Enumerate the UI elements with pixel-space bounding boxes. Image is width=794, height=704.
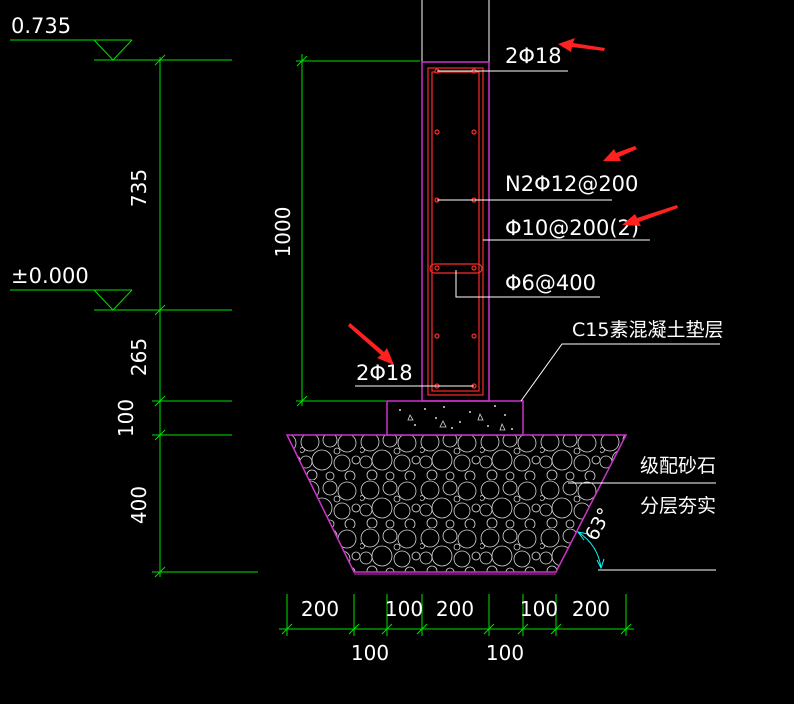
red-arrow-icon	[558, 38, 605, 52]
beam-outline	[421, 61, 490, 402]
elevation-label-top: 0.735	[11, 14, 71, 38]
dimension-1000	[296, 54, 420, 407]
elevation-marker-ground: ±0.000	[10, 264, 232, 311]
angle-arc	[576, 531, 605, 570]
label-side-bars: N2Φ12@200	[505, 172, 638, 196]
cushion-triangles	[407, 412, 506, 431]
dim-265: 265	[127, 338, 151, 376]
dim-1000: 1000	[271, 207, 295, 258]
hdim-top-1: 200	[301, 597, 339, 621]
hdim-top-3: 200	[436, 597, 474, 621]
stirrup-outer	[427, 67, 484, 396]
label-tie: Φ6@400	[505, 271, 596, 295]
elevation-label-ground: ±0.000	[11, 264, 89, 288]
rebar-dots	[434, 68, 477, 389]
graded-gravel-fill	[285, 434, 628, 573]
label-gravel-line1: 级配砂石	[640, 455, 716, 477]
tie-dot-left	[434, 265, 440, 271]
tie-dot-right	[471, 265, 477, 271]
elevation-marker-top: 0.735	[10, 14, 232, 61]
label-gravel-line2: 分层夯实	[640, 495, 716, 517]
hdim-top-4: 100	[520, 597, 558, 621]
red-arrow-icon	[622, 205, 678, 226]
cushion-speckle	[399, 405, 513, 430]
hdim-top-2: 100	[385, 597, 423, 621]
red-arrow-icon	[603, 146, 637, 161]
vertical-dimension-chain	[152, 54, 258, 578]
label-c15-cushion: C15素混凝土垫层	[572, 319, 723, 341]
red-arrow-icon	[348, 323, 394, 365]
horizontal-dimension-chain	[279, 594, 634, 636]
label-bottom-bars: 2Φ18	[356, 361, 413, 385]
hdim-top-5: 200	[572, 597, 610, 621]
stirrup-inner	[431, 71, 480, 392]
hdim-bottom-1: 100	[351, 641, 389, 665]
label-top-bars: 2Φ18	[505, 44, 562, 68]
dim-100: 100	[114, 399, 138, 437]
hdim-bottom-2: 100	[486, 641, 524, 665]
label-stirrups: Φ10@200(2)	[505, 216, 639, 240]
leader-lines	[355, 70, 720, 571]
dim-735: 735	[127, 169, 151, 207]
dim-400: 400	[127, 486, 151, 524]
